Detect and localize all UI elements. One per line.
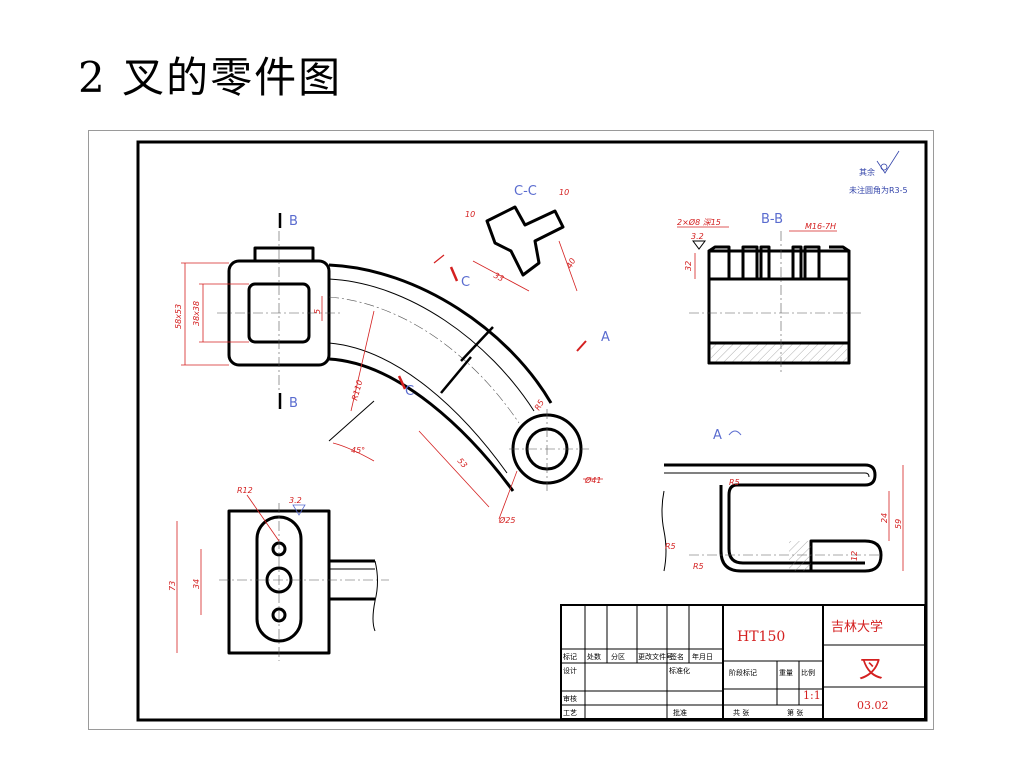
dim-a-r5a: R5 bbox=[729, 478, 740, 487]
note-line-2: 未注圆角为R3-5 bbox=[849, 185, 908, 195]
section-bb-view: B-B 2×Ø8 深15 M16-7H 3.2 32 bbox=[677, 212, 864, 373]
dim-d41: Ø41 bbox=[584, 475, 601, 485]
dim-a-12: 12 bbox=[850, 551, 859, 561]
dim-bb-32: 32 bbox=[684, 261, 693, 271]
hole-note: 2×Ø8 深15 bbox=[677, 217, 721, 227]
engineering-drawing: B B 58x53 38x38 5 C C A bbox=[88, 130, 934, 730]
view-arrow-a: A bbox=[601, 330, 610, 345]
dim-5: 5 bbox=[313, 309, 322, 314]
drawing-canvas: B B 58x53 38x38 5 C C A bbox=[136, 140, 928, 722]
dim-53: 53 bbox=[456, 456, 470, 470]
standardize-label: 标准化 bbox=[669, 666, 690, 675]
dim-a-59: 59 bbox=[894, 519, 903, 529]
review-label: 审核 bbox=[563, 694, 577, 703]
view-a: A R5 R5 R5 24 59 12 bbox=[661, 428, 904, 573]
section-mark-b-bottom: B bbox=[289, 396, 298, 411]
part-name-label: 叉 bbox=[859, 655, 883, 683]
section-cc-title: C-C bbox=[514, 184, 537, 199]
design-label: 设计 bbox=[563, 666, 577, 675]
dim-cc-40: 40 bbox=[565, 257, 578, 270]
cut-mark-c-top: C bbox=[461, 275, 470, 290]
top-left-view: B B 58x53 38x38 5 bbox=[174, 213, 341, 411]
dim-38x38: 38x38 bbox=[192, 301, 201, 326]
cut-mark-c-bottom: C bbox=[405, 384, 414, 399]
bottom-left-view: R12 3.2 73 34 bbox=[168, 486, 389, 661]
header-sign: 签名 bbox=[670, 652, 684, 661]
approve-label: 批准 bbox=[673, 708, 687, 717]
stage-mark-label: 阶段标记 bbox=[729, 668, 757, 677]
dim-58x53: 58x53 bbox=[174, 304, 183, 329]
dim-a-r5b: R5 bbox=[665, 542, 676, 551]
dim-34: 34 bbox=[192, 579, 201, 589]
scale-label: 1:1 bbox=[803, 689, 821, 702]
header-date: 年月日 bbox=[692, 652, 713, 661]
sheet-number-label: 第 张 bbox=[787, 708, 803, 717]
dim-a-r5c: R5 bbox=[693, 562, 704, 571]
dim-d25: Ø25 bbox=[498, 515, 515, 525]
dim-r110: R110 bbox=[350, 379, 364, 401]
note-line-1: 其余 bbox=[859, 167, 875, 177]
header-count: 处数 bbox=[587, 652, 601, 661]
dim-cc-10b: 10 bbox=[465, 210, 475, 219]
total-sheets-label: 共 张 bbox=[733, 708, 749, 717]
ratio-label: 比例 bbox=[801, 668, 815, 677]
dim-angle-45: 45° bbox=[351, 446, 365, 455]
title-block: HT150 吉林大学 叉 03.02 1:1 标记 处数 分区 更改文件号 签名… bbox=[560, 604, 926, 720]
material-label: HT150 bbox=[737, 629, 785, 645]
drawing-border bbox=[136, 140, 928, 722]
drawing-number-label: 03.02 bbox=[857, 699, 889, 712]
dim-r15: R5 bbox=[533, 398, 546, 412]
header-zone: 分区 bbox=[611, 652, 625, 661]
general-notes: 其余 未注圆角为R3-5 bbox=[849, 150, 908, 195]
section-bb-title: B-B bbox=[761, 212, 783, 227]
dim-a-24: 24 bbox=[880, 513, 889, 523]
dim-73: 73 bbox=[168, 581, 177, 591]
header-change-doc: 更改文件号 bbox=[638, 652, 673, 661]
school-label: 吉林大学 bbox=[831, 619, 883, 635]
view-a-title: A bbox=[713, 428, 722, 443]
header-mark: 标记 bbox=[563, 652, 577, 661]
process-label: 工艺 bbox=[563, 709, 577, 717]
dim-r12: R12 bbox=[237, 486, 253, 495]
weight-label: 重量 bbox=[779, 669, 793, 677]
section-cc-view: C-C 10 10 33 40 bbox=[465, 184, 578, 292]
main-arm-view: C C A R110 45° 53 R5 Ø41 Ø25 bbox=[328, 254, 610, 525]
dim-cc-10a: 10 bbox=[559, 188, 569, 197]
dim-cc-33: 33 bbox=[492, 271, 505, 284]
section-mark-b-top: B bbox=[289, 214, 298, 229]
slide-title: 2 叉的零件图 bbox=[78, 53, 343, 102]
roughness-bottom-left: 3.2 bbox=[289, 496, 302, 505]
thread-note: M16-7H bbox=[805, 222, 836, 231]
roughness-bb: 3.2 bbox=[691, 232, 704, 241]
